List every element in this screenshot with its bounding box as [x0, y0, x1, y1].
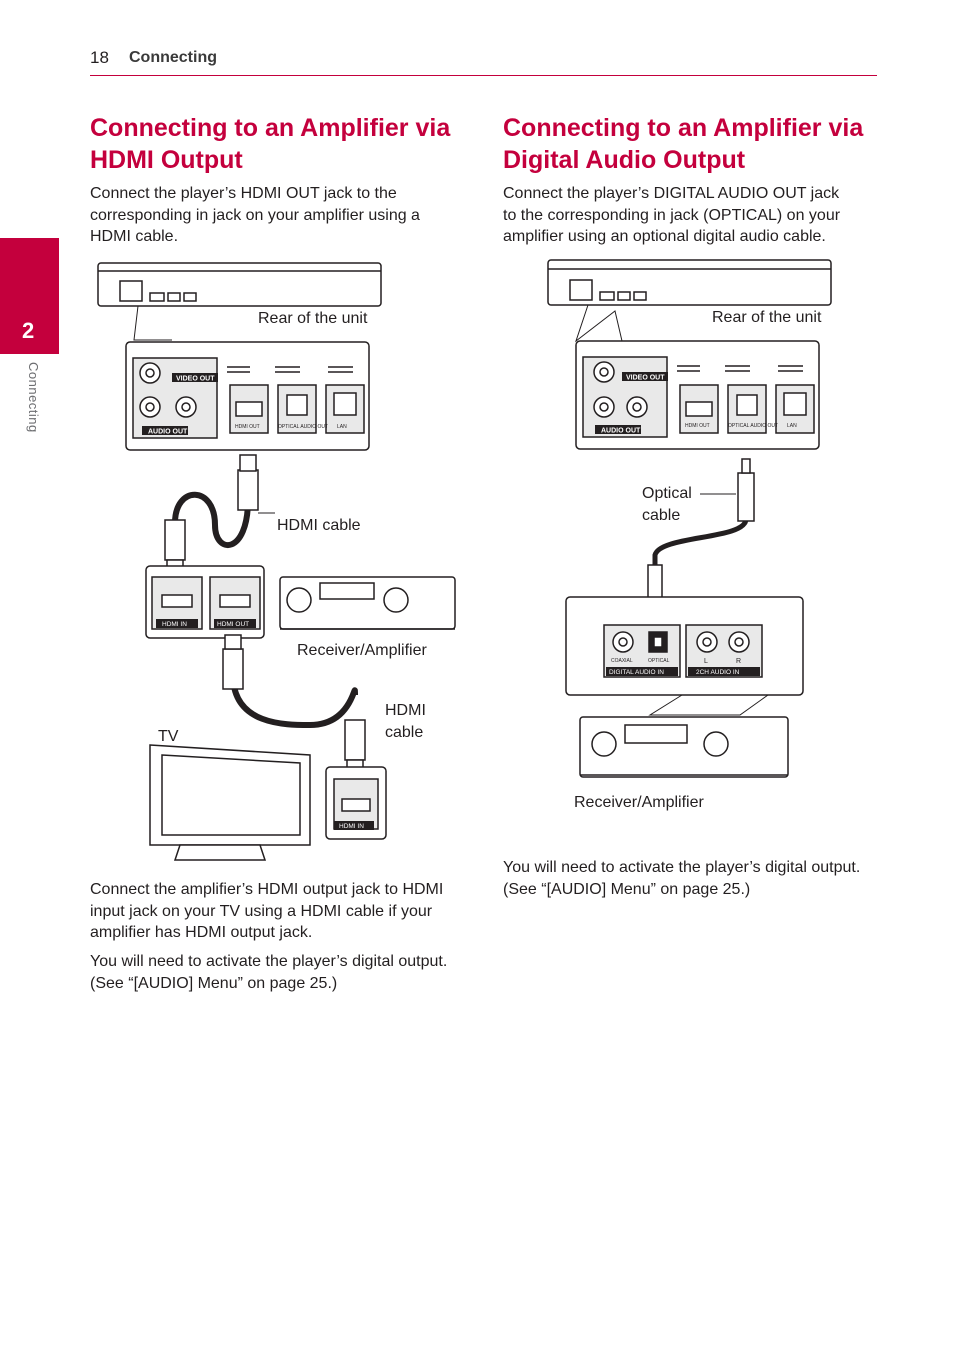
ch2-audio-in-label: 2CH AUDIO IN — [696, 669, 740, 676]
hdmi-connection-diagram: VIDEO OUT AUDIO OUT HDMI OUT OPTICAL AUD… — [97, 262, 456, 861]
left-title: Connecting to an Amplifier via HDMI Outp… — [90, 114, 451, 174]
amp-callout-lines — [648, 694, 769, 716]
hdmi-plug-mid — [222, 634, 244, 690]
optical-cable — [652, 518, 749, 573]
hdmi-cable-2 — [230, 674, 358, 729]
r-optical-out-label: OPTICAL AUDIO OUT — [728, 423, 778, 429]
amp-hdmi-in-label: HDMI IN — [162, 621, 187, 628]
amp-hdmi-out-label: HDMI OUT — [217, 621, 249, 628]
zoomed-panel — [125, 341, 370, 451]
left-hdmi-cable-label-2b: cable — [385, 724, 424, 741]
zoomed-panel-right — [575, 340, 820, 450]
page-number: 18 — [90, 48, 109, 67]
amp-input-panel — [565, 596, 804, 696]
player-unit-right — [547, 259, 832, 306]
tv-hdmi-in-label: HDMI IN — [339, 823, 364, 830]
hdmi-plug-top — [237, 454, 259, 511]
left-hdmi-cable-label-1: HDMI cable — [277, 517, 361, 534]
player-unit — [97, 262, 382, 307]
chapter-tab — [0, 238, 59, 354]
ch-r-label: R — [736, 658, 741, 665]
left-hdmi-cable-label-2a: HDMI — [385, 702, 426, 719]
chapter-label: Connecting — [26, 362, 41, 433]
callout-lines-right — [575, 304, 623, 343]
right-receiver-label: Receiver/Amplifier — [574, 794, 704, 811]
left-intro: Connect the player’s HDMI OUT jack to th… — [90, 185, 420, 245]
section-title: Connecting — [129, 49, 217, 66]
right-title: Connecting to an Amplifier via Digital A… — [503, 114, 864, 174]
optical-connection-diagram: VIDEO OUT AUDIO OUT HDMI OUT OPTICAL AUD… — [547, 259, 832, 778]
optical-cable-label-2: cable — [642, 507, 681, 524]
lan-label: LAN — [337, 424, 347, 430]
left-note-1: Connect the amplifier’s HDMI output jack… — [90, 881, 444, 941]
optical-cable-label-1: Optical — [642, 485, 692, 502]
ch-l-label: L — [704, 658, 708, 665]
hdmi-plug-tv — [344, 719, 366, 775]
r-hdmi-out-label: HDMI OUT — [685, 423, 710, 429]
tv-label: TV — [158, 728, 179, 745]
optical-out-label: OPTICAL AUDIO OUT — [278, 424, 328, 430]
left-rear-of-unit-label: Rear of the unit — [258, 310, 368, 327]
callout-lines — [133, 305, 172, 341]
right-note: You will need to activate the player’s d… — [503, 859, 861, 898]
header-divider — [90, 75, 877, 76]
coaxial-label: COAXIAL — [611, 658, 633, 664]
hdmi-out-label: HDMI OUT — [235, 424, 260, 430]
optical-plug-top — [737, 458, 755, 522]
hdmi-cable-1 — [172, 491, 251, 548]
video-out-label: VIDEO OUT — [176, 376, 215, 383]
optical-label: OPTICAL — [648, 658, 670, 664]
r-video-out-label: VIDEO OUT — [626, 375, 665, 382]
receiver-amplifier — [279, 576, 456, 630]
r-lan-label: LAN — [787, 423, 797, 429]
right-intro: Connect the player’s DIGITAL AUDIO OUT j… — [503, 185, 841, 245]
chapter-number: 2 — [22, 318, 35, 343]
r-audio-out-label: AUDIO OUT — [601, 428, 641, 435]
audio-out-label: AUDIO OUT — [148, 429, 188, 436]
digital-audio-in-label: DIGITAL AUDIO IN — [609, 669, 664, 676]
left-note-2: You will need to activate the player’s d… — [90, 953, 448, 992]
left-receiver-label: Receiver/Amplifier — [297, 642, 427, 659]
tv-set — [149, 744, 311, 861]
right-rear-of-unit-label: Rear of the unit — [712, 309, 822, 326]
receiver-amplifier-right — [579, 716, 789, 778]
